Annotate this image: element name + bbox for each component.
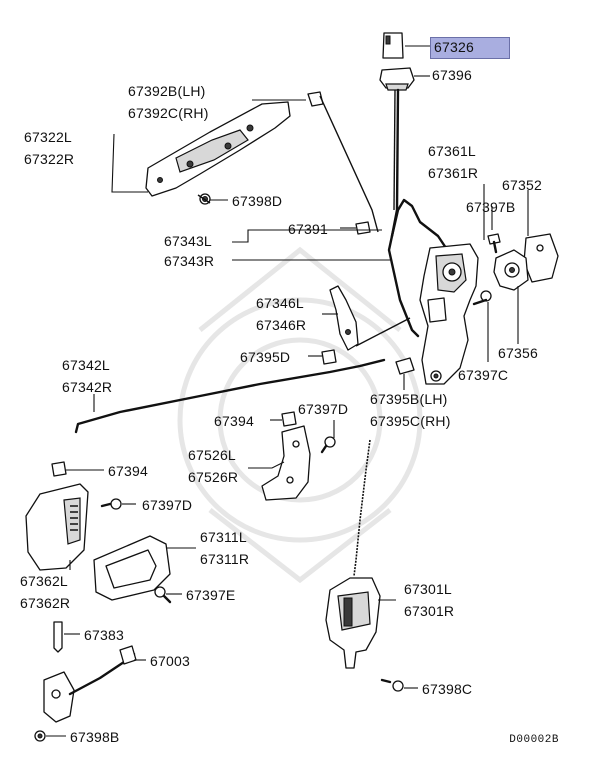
label-67301r[interactable]: 67301R xyxy=(404,603,455,619)
label-67301l[interactable]: 67301L xyxy=(404,581,452,597)
lock-cable xyxy=(353,439,371,577)
part-67397e-screw[interactable] xyxy=(154,586,172,604)
label-67346r[interactable]: 67346R xyxy=(256,317,307,333)
part-67356-striker[interactable] xyxy=(493,249,529,291)
label-67343r[interactable]: 67343R xyxy=(164,253,215,269)
label-67352[interactable]: 67352 xyxy=(502,177,542,193)
part-67361-door-latch[interactable] xyxy=(419,243,479,385)
label-67397c[interactable]: 67397C xyxy=(458,367,509,383)
label-67322r[interactable]: 67322R xyxy=(24,151,75,167)
watermark xyxy=(177,246,423,584)
label-67322l[interactable]: 67322L xyxy=(24,129,72,145)
part-67526-bracket[interactable] xyxy=(261,425,311,501)
diagram-code: D00002B xyxy=(509,734,559,746)
label-67392c[interactable]: 67392C(RH) xyxy=(128,105,209,121)
label-67391[interactable]: 67391 xyxy=(288,221,328,237)
part-67398d-bolt[interactable] xyxy=(197,193,211,205)
label-67342r[interactable]: 67342R xyxy=(62,379,113,395)
part-67383-pin[interactable] xyxy=(53,621,63,653)
part-67311-inside-handle[interactable] xyxy=(93,535,171,601)
part-67362-inside-handle-bracket[interactable] xyxy=(25,483,89,571)
part-67397d-bolt-upper[interactable] xyxy=(320,436,336,454)
part-67322-outside-handle[interactable] xyxy=(145,101,291,197)
label-67356[interactable]: 67356 xyxy=(498,345,538,361)
part-67394-clip-lower[interactable] xyxy=(51,461,67,477)
part-67395bc-clip[interactable] xyxy=(395,357,415,375)
lock-knob-rod xyxy=(387,88,420,338)
label-67311r[interactable]: 67311R xyxy=(200,551,250,567)
part-67343-rod[interactable] xyxy=(390,198,448,250)
label-67397e[interactable]: 67397E xyxy=(186,587,236,603)
part-67326-knob-cap[interactable] xyxy=(382,32,404,59)
part-67003-door-check[interactable] xyxy=(43,645,137,723)
label-67342l[interactable]: 67342L xyxy=(62,357,110,373)
part-67346-lever[interactable] xyxy=(329,285,359,351)
part-67342-rod[interactable] xyxy=(74,358,386,434)
label-67326[interactable]: 67326 xyxy=(434,39,474,55)
label-67003[interactable]: 67003 xyxy=(150,653,190,669)
label-67383[interactable]: 67383 xyxy=(84,627,124,643)
label-67392b[interactable]: 67392B(LH) xyxy=(128,83,206,99)
label-67346l[interactable]: 67346L xyxy=(256,295,304,311)
label-67395b[interactable]: 67395B(LH) xyxy=(370,391,448,407)
label-67343l[interactable]: 67343L xyxy=(164,233,212,249)
label-67398d[interactable]: 67398D xyxy=(232,193,283,209)
outside-handle-rod xyxy=(319,95,379,233)
label-67397d-upper[interactable]: 67397D xyxy=(298,401,349,417)
label-67397d-lower[interactable]: 67397D xyxy=(142,497,193,513)
part-67391-clip[interactable] xyxy=(355,221,371,235)
label-67361r[interactable]: 67361R xyxy=(428,165,479,181)
label-67395c[interactable]: 67395C(RH) xyxy=(370,413,451,429)
label-67361l[interactable]: 67361L xyxy=(428,143,476,159)
part-67397d-screw-lower[interactable] xyxy=(100,498,122,510)
part-67352-gasket[interactable] xyxy=(523,233,559,283)
part-67301-lock-actuator[interactable] xyxy=(325,577,381,669)
label-67394-lower[interactable]: 67394 xyxy=(108,463,148,479)
part-67398b-bolt[interactable] xyxy=(34,730,46,742)
highlight-box-67326 xyxy=(430,37,510,59)
part-67396-lock-knob[interactable] xyxy=(379,67,415,91)
label-67362r[interactable]: 67362R xyxy=(20,595,71,611)
part-67397c-screw[interactable] xyxy=(472,290,492,306)
label-67362l[interactable]: 67362L xyxy=(20,573,68,589)
part-67398c-bolt[interactable] xyxy=(380,678,404,692)
leader-lines xyxy=(46,45,529,737)
part-67395d-clip[interactable] xyxy=(321,349,337,365)
label-67395d[interactable]: 67395D xyxy=(240,349,291,365)
label-67396[interactable]: 67396 xyxy=(432,67,472,83)
label-67311l[interactable]: 67311L xyxy=(200,529,247,545)
label-67398b[interactable]: 67398B xyxy=(70,729,120,745)
label-67526l[interactable]: 67526L xyxy=(188,447,236,463)
part-67397b-screw[interactable] xyxy=(487,233,501,254)
label-67394-upper[interactable]: 67394 xyxy=(214,413,254,429)
label-67397b[interactable]: 67397B xyxy=(466,199,516,215)
part-67394-clip-upper[interactable] xyxy=(281,411,297,427)
label-67398c[interactable]: 67398C xyxy=(422,681,473,697)
label-67526r[interactable]: 67526R xyxy=(188,469,239,485)
